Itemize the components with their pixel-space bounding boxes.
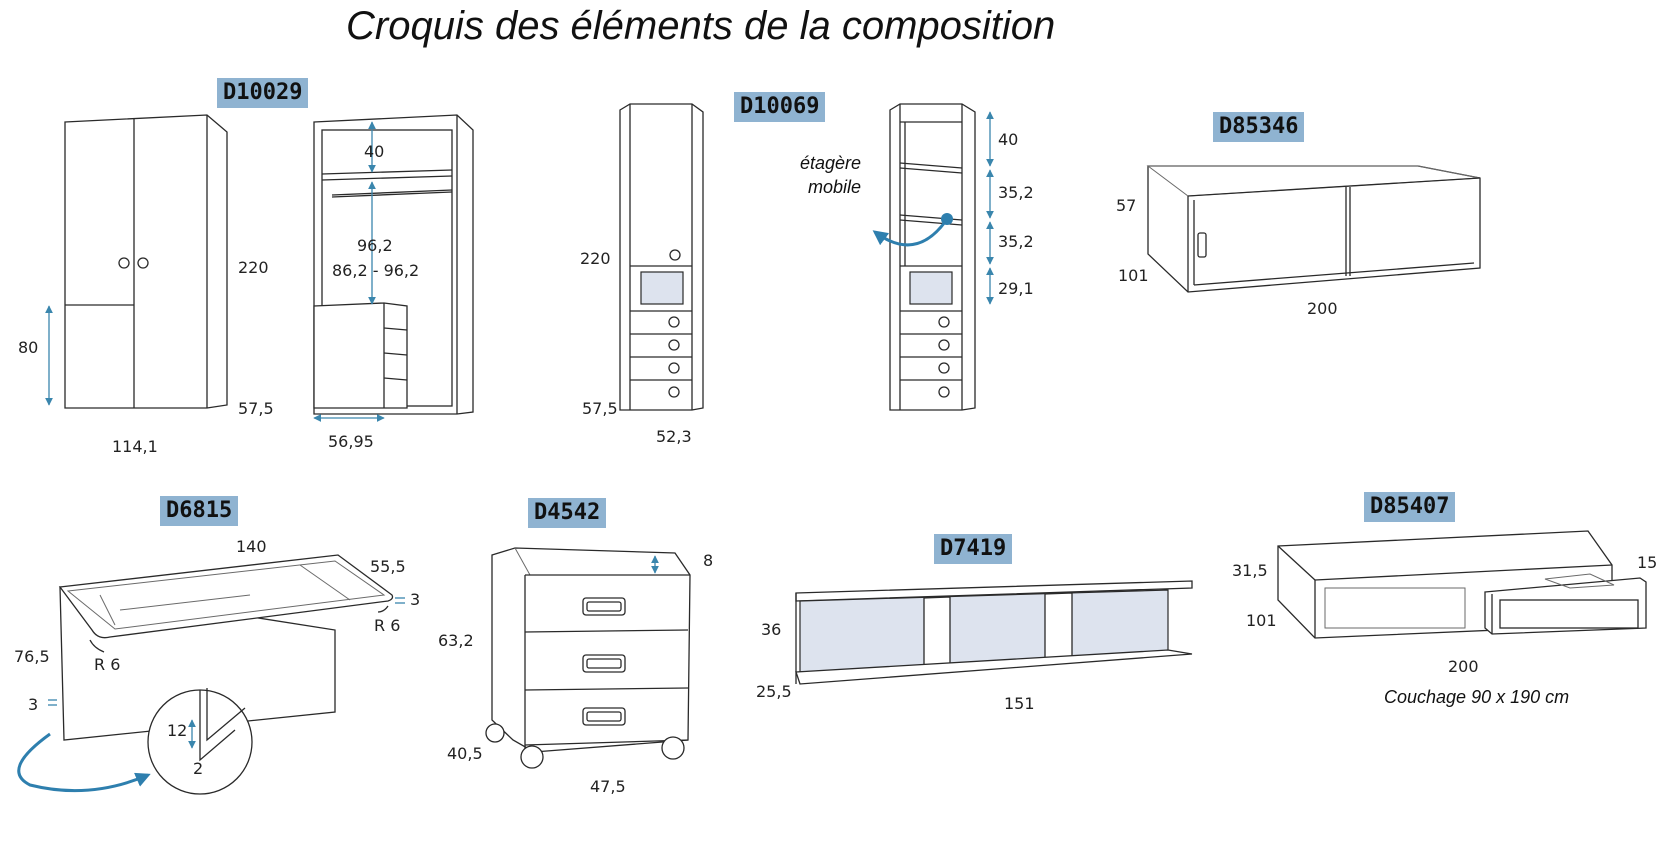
bed-height-label: 31,5 bbox=[1232, 561, 1268, 580]
code-badge-d10029: D10029 bbox=[217, 78, 309, 108]
page-title: Croquis des éléments de la composition bbox=[346, 4, 1056, 48]
column-width-label: 52,3 bbox=[656, 427, 692, 446]
wardrobe-open-drawing bbox=[313, 114, 474, 422]
shelf-col-span1-label: 40 bbox=[998, 130, 1019, 149]
code-badge-d7419: D7419 bbox=[934, 534, 1013, 564]
code-badge-d85407: D85407 bbox=[1364, 492, 1456, 522]
desk-radius-right-label: R 6 bbox=[374, 616, 401, 635]
desk-width-label: 140 bbox=[236, 537, 267, 556]
shelf-col-span2-label: 35,2 bbox=[998, 183, 1034, 202]
cart-width-label: 47,5 bbox=[590, 777, 626, 796]
desk-detail-height-label: 12 bbox=[167, 721, 188, 740]
cart-depth-label: 40,5 bbox=[447, 744, 483, 763]
desk-side-label: 3 bbox=[28, 695, 39, 714]
column-open-drawing bbox=[872, 103, 994, 411]
movable-shelf-note-line1: étagère bbox=[800, 153, 862, 173]
desk-detail-width-label: 2 bbox=[193, 759, 204, 778]
bed-drawer-label: 15 bbox=[1637, 553, 1658, 572]
wardrobe-mid-label: 86,2 - 96,2 bbox=[332, 261, 420, 280]
chest-width-label: 200 bbox=[1307, 299, 1338, 318]
wardrobe-closed-drawing bbox=[45, 114, 228, 409]
shelf-col-span4-label: 29,1 bbox=[998, 279, 1034, 298]
column-closed-drawing bbox=[619, 103, 704, 411]
cart-height-label: 63,2 bbox=[438, 631, 474, 650]
shelf-width-label: 151 bbox=[1004, 694, 1035, 713]
chest-depth-label: 101 bbox=[1118, 266, 1149, 285]
desk-depth-label: 55,5 bbox=[370, 557, 406, 576]
cart-drawing bbox=[485, 547, 691, 769]
bed-caption: Couchage 90 x 190 cm bbox=[1384, 687, 1570, 707]
desk-drawing bbox=[17, 554, 405, 795]
wardrobe-door-label: 80 bbox=[18, 338, 39, 357]
desk-radius-left-label: R 6 bbox=[94, 655, 121, 674]
wardrobe-depth-label: 57,5 bbox=[238, 399, 274, 418]
chest-drawing bbox=[1146, 165, 1481, 293]
cart-top-label: 8 bbox=[703, 551, 714, 570]
wardrobe-width-label: 114,1 bbox=[112, 437, 158, 456]
bed-drawing bbox=[1277, 530, 1647, 639]
bed-depth-label: 101 bbox=[1246, 611, 1277, 630]
shelf-col-span3-label: 35,2 bbox=[998, 232, 1034, 251]
desk-height-label: 76,5 bbox=[14, 647, 50, 666]
bed-width-label: 200 bbox=[1448, 657, 1479, 676]
wardrobe-drawer-width-label: 56,95 bbox=[328, 432, 374, 451]
wardrobe-top-label: 40 bbox=[364, 142, 385, 161]
code-badge-d10069: D10069 bbox=[734, 92, 826, 122]
shelf-height-label: 36 bbox=[761, 620, 782, 639]
code-badge-d85346: D85346 bbox=[1213, 112, 1305, 142]
column-height-label: 220 bbox=[580, 249, 611, 268]
code-badge-d4542: D4542 bbox=[528, 498, 607, 528]
shelf-depth-label: 25,5 bbox=[756, 682, 792, 701]
desk-thickness-label: 3 bbox=[410, 590, 421, 609]
wardrobe-height-label: 220 bbox=[238, 258, 269, 277]
movable-shelf-note-line2: mobile bbox=[808, 177, 862, 197]
column-depth-label: 57,5 bbox=[582, 399, 618, 418]
chest-height-label: 57 bbox=[1116, 196, 1137, 215]
shelf-drawing bbox=[795, 580, 1193, 685]
wardrobe-rail-label: 96,2 bbox=[357, 236, 393, 255]
code-badge-d6815: D6815 bbox=[160, 496, 239, 526]
